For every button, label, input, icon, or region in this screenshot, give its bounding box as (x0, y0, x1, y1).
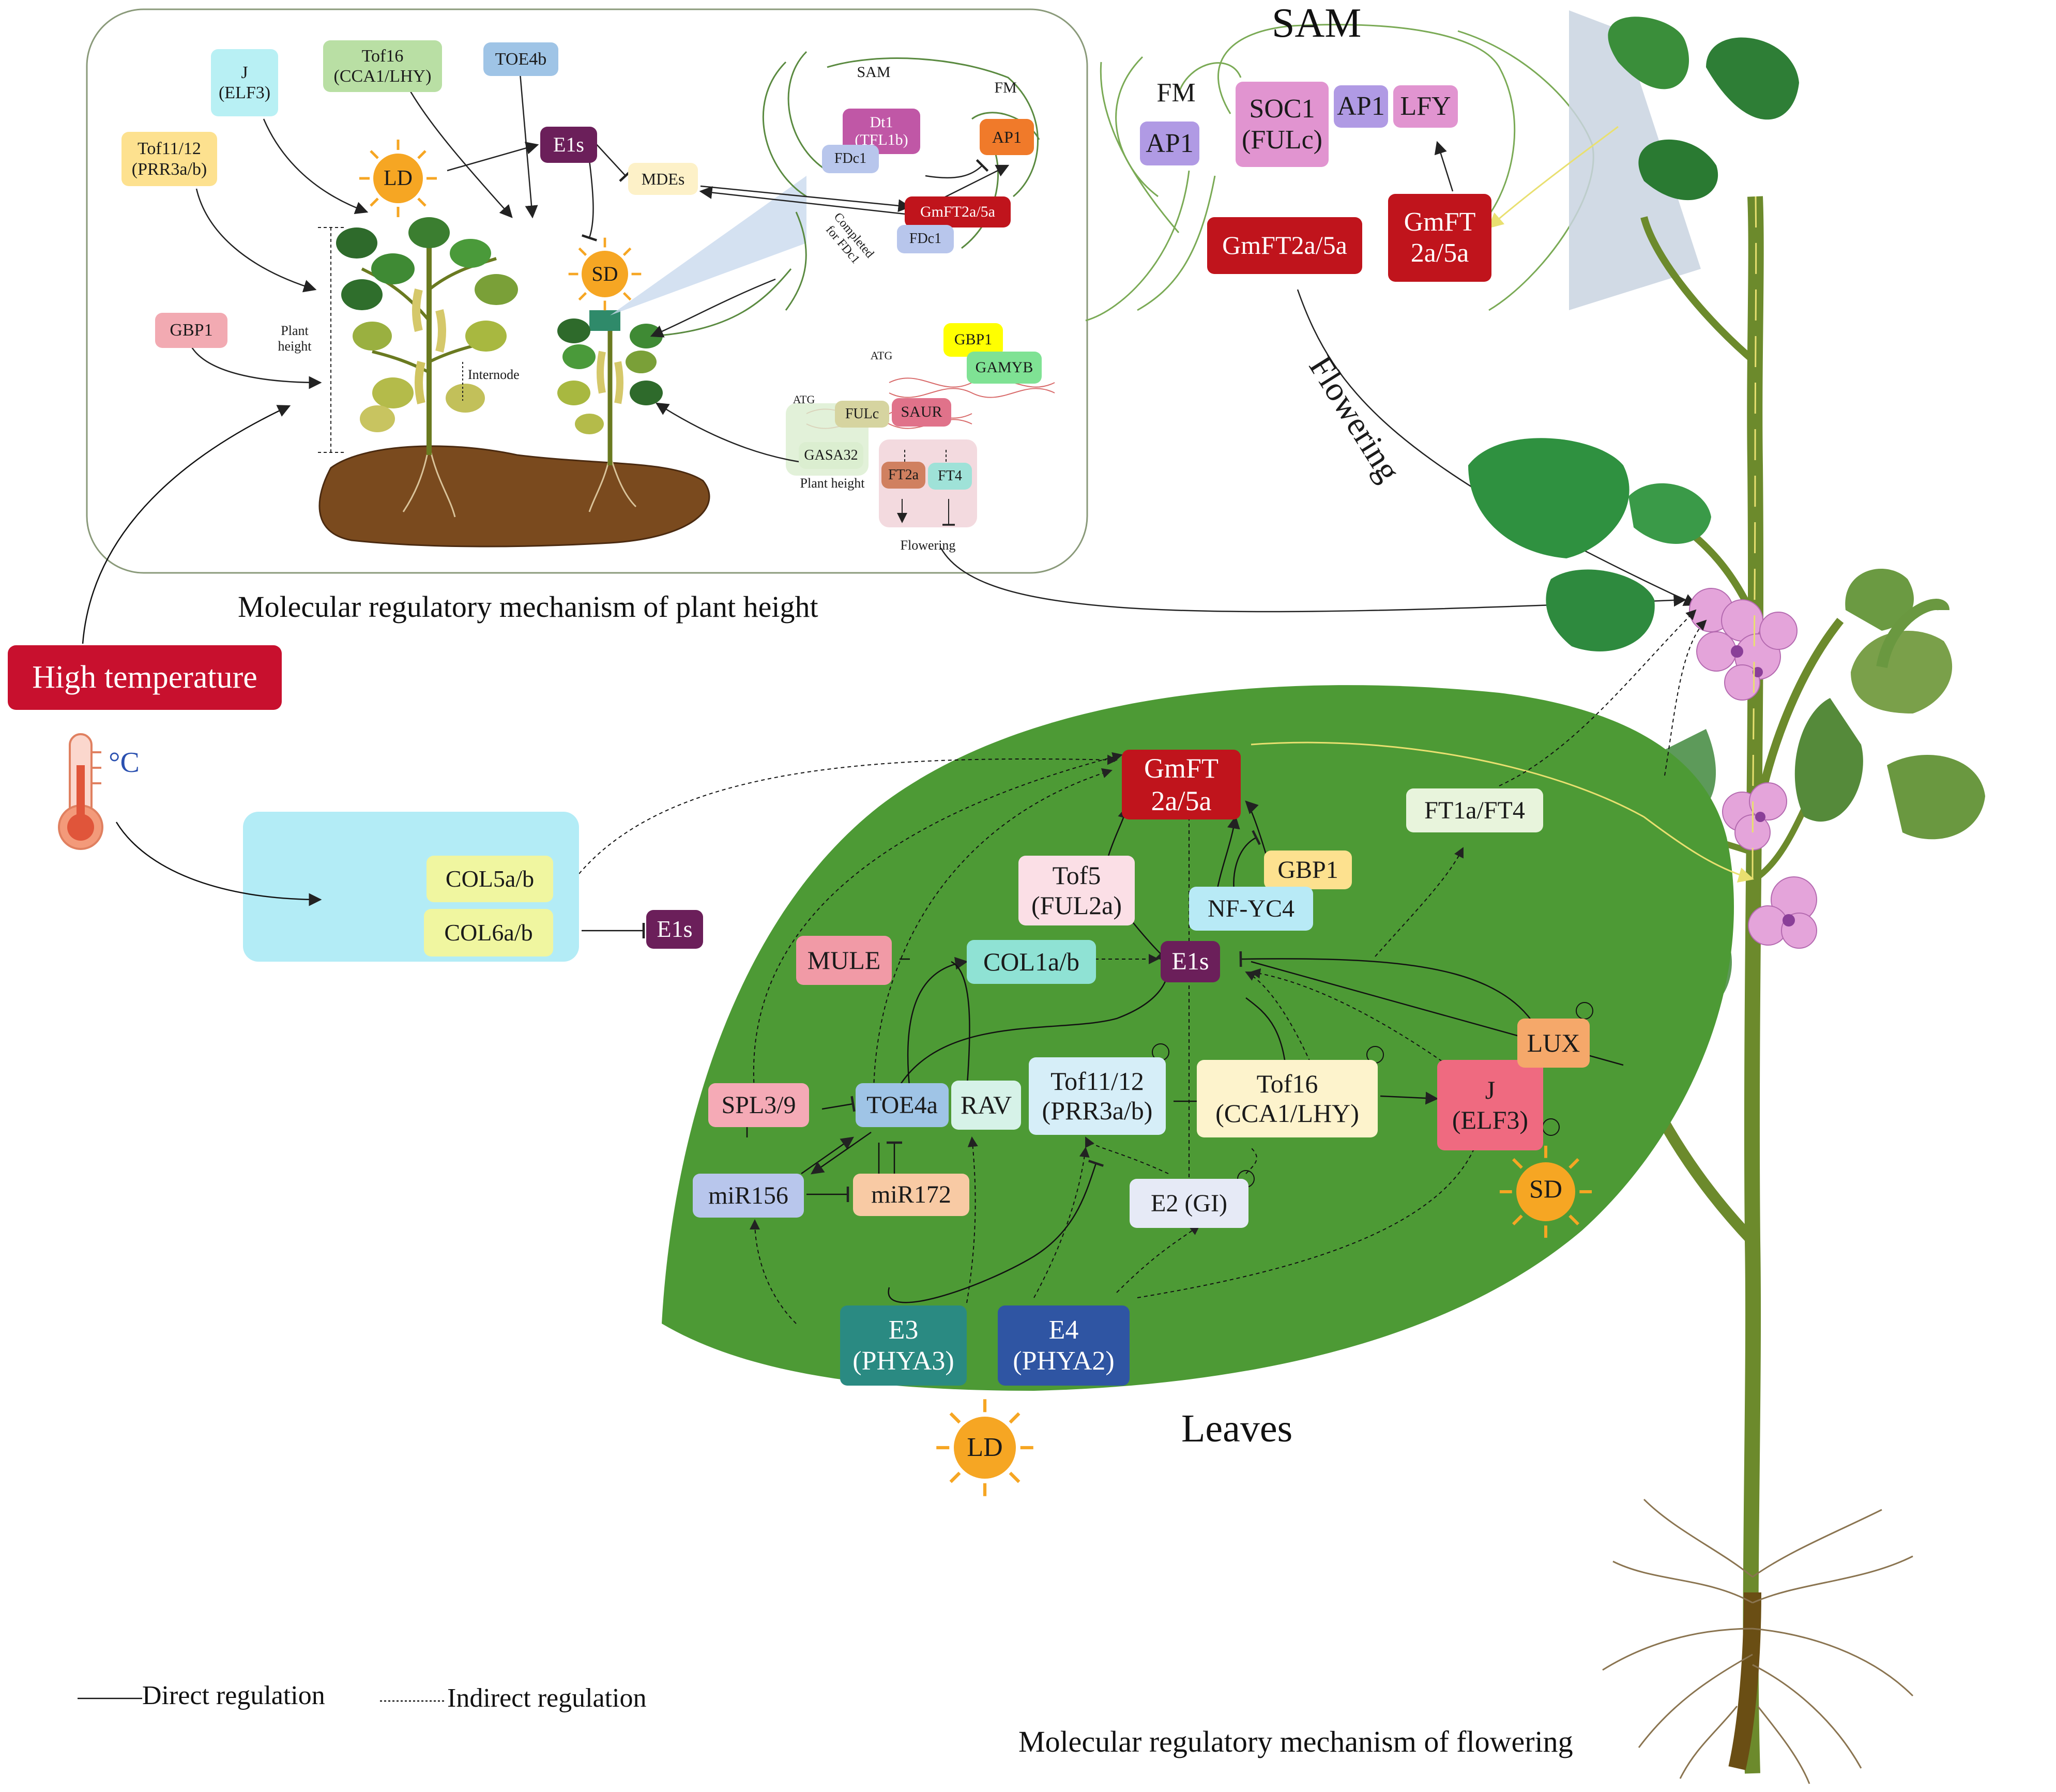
plant-height-panel (86, 8, 1088, 574)
sun-icon-ld-leaf (933, 1396, 1037, 1499)
soil (318, 445, 710, 548)
leaf-arrows-solid (746, 800, 1624, 1303)
node-col1: COL1a/b (967, 940, 1096, 984)
height-panel-arrows (190, 67, 1687, 613)
node-e1s-height: E1s (540, 127, 597, 163)
fm-label-height: FM (994, 79, 1017, 97)
atg-label-1: ATG (870, 348, 893, 362)
node-gbp1-height: GBP1 (155, 313, 227, 348)
leaf-vein (1251, 741, 1754, 883)
node-gmft-sam-left: GmFT2a/5a (1207, 217, 1362, 274)
thermometer-icon (58, 733, 103, 850)
node-lfy: LFY (1393, 85, 1458, 128)
node-gasa32: GASA32 (799, 442, 863, 469)
node-e1s-temp: E1s (646, 910, 703, 949)
node-toe4b: TOE4b (483, 42, 558, 76)
node-soc1: SOC1 (FULc) (1236, 82, 1329, 167)
sam-zoom-wedge (1569, 10, 1701, 310)
sam-label-height: SAM (857, 64, 891, 81)
node-ap1-height: AP1 (980, 119, 1034, 155)
sun-icon-sd-height (566, 235, 644, 313)
node-spl: SPL3/9 (708, 1083, 809, 1127)
node-tof5: Tof5 (FUL2a) (1018, 856, 1135, 925)
node-tof16-leaf: Tof16 (CCA1/LHY) (1197, 1060, 1378, 1137)
node-saur: SAUR (892, 398, 951, 427)
node-e2-gi: E2 (GI) (1130, 1179, 1248, 1228)
node-tof11-leaf: Tof11/12 (PRR3a/b) (1029, 1057, 1166, 1135)
node-mdes: MDEs (628, 163, 698, 195)
node-nfyc4: NF-YC4 (1189, 887, 1313, 931)
internode-label: Internode (468, 367, 520, 383)
node-ap1-sam-left: AP1 (1140, 122, 1199, 165)
node-ft4: FT4 (928, 463, 972, 490)
node-gmft-height: GmFT2a/5a (905, 196, 1011, 227)
high-temp-arrows (82, 405, 645, 938)
ld-label-height: LD (384, 166, 413, 190)
node-fdc1-top: FDc1 (822, 145, 879, 173)
node-tof11-height: Tof11/12 (PRR3a/b) (121, 132, 217, 186)
node-toe4a: TOE4a (856, 1083, 949, 1127)
node-mir156: miR156 (693, 1174, 804, 1218)
plant-height-sub-label: Plant height (800, 476, 865, 491)
node-col5: COL5a/b (427, 856, 553, 902)
signal-arrow-sam (1487, 126, 1619, 229)
title-flowering: Molecular regulatory mechanism of flower… (1018, 1725, 1573, 1758)
node-gmft-leaf: GmFT 2a/5a (1122, 750, 1241, 819)
legend-direct: Direct regulation (142, 1681, 325, 1710)
node-e1s-leaf: E1s (1161, 941, 1220, 982)
node-lux: LUX (1517, 1019, 1590, 1068)
zoom-wedge (610, 176, 806, 315)
node-ft1a-ft4: FT1a/FT4 (1406, 788, 1543, 832)
legend-indirect: Indirect regulation (447, 1683, 647, 1713)
title-sam: SAM (1272, 1, 1362, 46)
node-gbp1-leaf: GBP1 (1264, 851, 1352, 889)
sun-icon-ld-height (357, 137, 439, 220)
sun-icon-sd-leaf (1497, 1143, 1595, 1241)
soybean-plant-tall (336, 217, 518, 455)
node-tof16-height: Tof16 (CCA1/LHY) (323, 40, 442, 92)
plant-height-axis-label: Plant height (278, 323, 312, 354)
ld-label-leaf: LD (967, 1433, 1003, 1463)
node-gmft-sam-right: GmFT 2a/5a (1388, 194, 1491, 282)
title-leaves: Leaves (1181, 1407, 1293, 1450)
node-ap1-sam: AP1 (1334, 85, 1388, 128)
node-mir172: miR172 (853, 1174, 969, 1216)
celsius-icon: °C (109, 746, 140, 779)
flowering-sub-label: Flowering (900, 538, 956, 553)
node-fulc-height: FULc (835, 401, 889, 428)
leaf-arrows-dashed (578, 609, 1707, 1324)
fm-label-sam: FM (1156, 78, 1196, 108)
sd-label-leaf: SD (1529, 1174, 1562, 1204)
sam-inset-curves (651, 51, 1040, 337)
node-gbp1-yellow: GBP1 (943, 323, 1003, 357)
sd-label-height: SD (591, 262, 618, 285)
atg-label-2: ATG (793, 392, 815, 406)
high-temperature-badge: High temperature (8, 645, 282, 710)
node-j-elf3-height: J (ELF3) (211, 49, 278, 116)
soybean-plant-short (557, 310, 663, 465)
node-e4: E4 (PHYA2) (998, 1305, 1130, 1386)
node-rav: RAV (951, 1081, 1021, 1130)
title-plant-height: Molecular regulatory mechanism of plant … (238, 590, 818, 624)
node-col6: COL6a/b (424, 909, 553, 956)
sam-panel-curves (1085, 24, 1594, 322)
node-gamyb: GAMYB (967, 352, 1042, 384)
node-e3: E3 (PHYA3) (840, 1305, 967, 1386)
node-fdc1-bottom: FDc1 (897, 225, 954, 253)
node-mule: MULE (796, 936, 892, 985)
node-ft2a: FT2a (881, 462, 925, 489)
node-j-leaf: J (ELF3) (1437, 1060, 1543, 1150)
